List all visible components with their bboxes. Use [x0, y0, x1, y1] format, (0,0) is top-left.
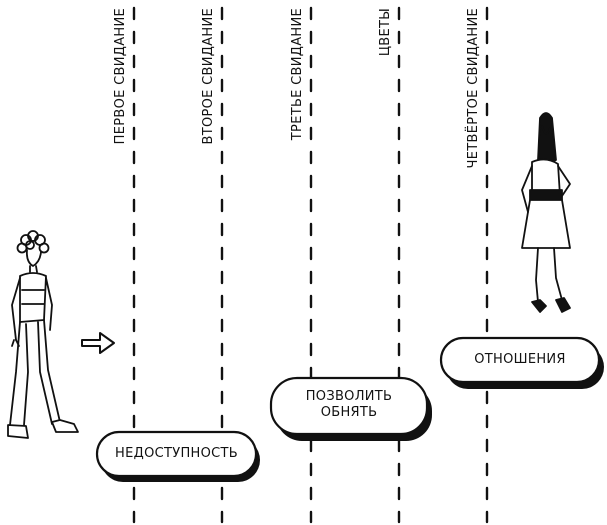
column-label-second-date: ВТОРОЕ СВИДАНИЕ	[201, 8, 216, 145]
woman-standing-icon	[521, 112, 571, 313]
stage-pill-unavailability	[95, 430, 260, 482]
stage-label-allow-hug: ПОЗВОЛИТЬ ОБНЯТЬ	[271, 389, 427, 421]
column-label-first-date: ПЕРВОЕ СВИДАНИЕ	[113, 8, 128, 145]
column-label-third-date: ТРЕТЬЕ СВИДАНИЕ	[290, 8, 305, 141]
stage-label-relationship: ОТНОШЕНИЯ	[474, 352, 566, 367]
stage-pill-allow-hug	[269, 376, 432, 441]
stage-label-unavailability: НЕДОСТУПНОСТЬ	[115, 446, 238, 461]
column-label-flowers: ЦВЕТЫ	[378, 8, 393, 57]
arrow-right-icon	[81, 332, 115, 354]
stage-label-allow-hug-line2: ОБНЯТЬ	[320, 405, 378, 420]
stage-pill-relationship	[439, 336, 604, 389]
man-walking-icon	[7, 230, 79, 439]
stage-label-allow-hug-line1: ПОЗВОЛИТЬ	[305, 389, 393, 404]
column-label-fourth-date: ЧЕТВЁРТОЕ СВИДАНИЕ	[466, 8, 481, 169]
